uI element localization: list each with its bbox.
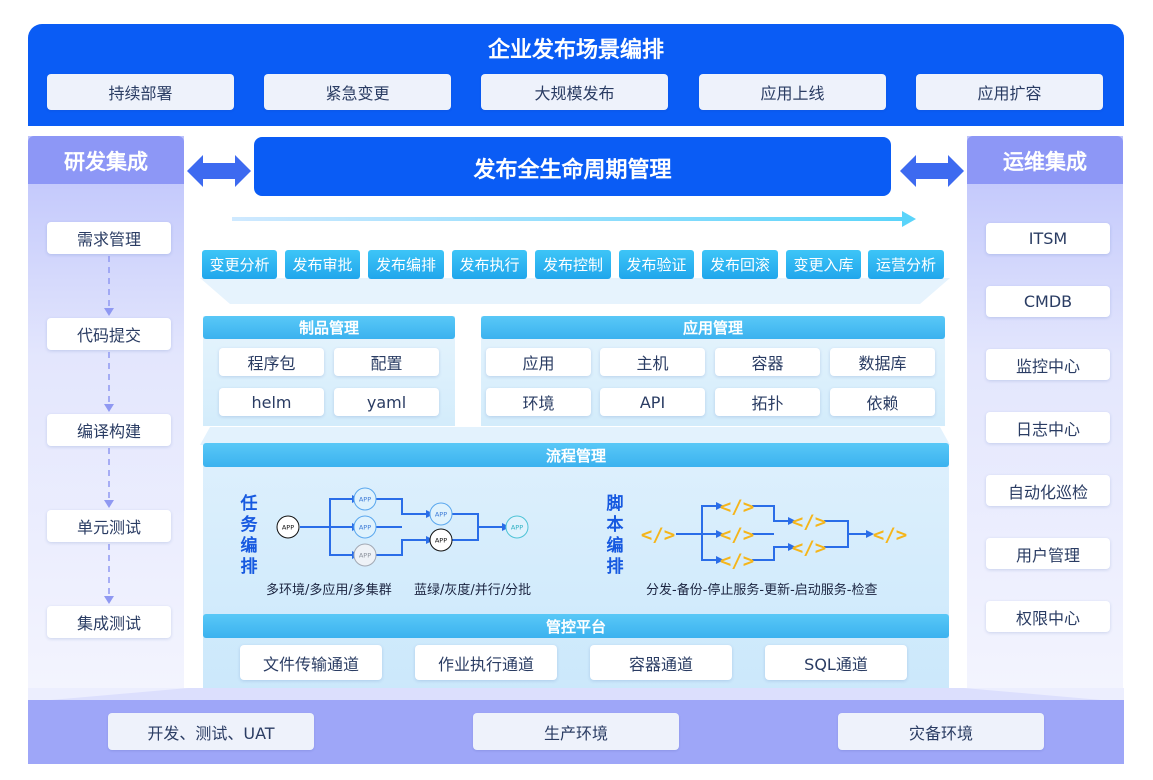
- ops-item: 自动化巡检: [986, 475, 1110, 506]
- app-node-icon: [353, 515, 377, 539]
- control-channel: SQL通道: [765, 645, 907, 680]
- control-channel: 作业执行通道: [415, 645, 557, 680]
- dev-item: 代码提交: [47, 318, 171, 350]
- control-channel: 容器通道: [590, 645, 732, 680]
- code-icon: </>: [720, 550, 754, 572]
- lifecycle-step: 变更入库: [786, 250, 861, 279]
- dev-item: 集成测试: [47, 606, 171, 638]
- code-icon: </>: [792, 537, 826, 559]
- app-item: 主机: [600, 348, 705, 376]
- ops-item: 权限中心: [986, 601, 1110, 632]
- task-orchestration-label: 任务编排: [240, 494, 258, 577]
- svg-text:APP: APP: [435, 537, 447, 545]
- double-arrow-icon: [900, 155, 964, 187]
- svg-text:APP: APP: [282, 524, 294, 532]
- app-node-icon: [505, 515, 529, 539]
- ops-item: ITSM: [986, 223, 1110, 254]
- svg-text:APP: APP: [359, 552, 371, 560]
- code-icon: </>: [720, 524, 754, 546]
- svg-text:APP: APP: [511, 524, 523, 532]
- left-title-box: [28, 136, 184, 184]
- artifact-item: helm: [219, 388, 324, 416]
- lifecycle-step: 发布执行: [452, 250, 527, 279]
- task-caption: 多环境/多应用/多集群: [266, 583, 392, 598]
- scenario-chip: 紧急变更: [264, 74, 451, 110]
- steps-glow: [200, 278, 950, 304]
- svg-text:APP: APP: [435, 511, 447, 519]
- env-chip: 生产环境: [473, 713, 679, 750]
- double-arrow-icon: [187, 155, 251, 187]
- script-caption: 分发-备份-停止服务-更新-启动服务-检查: [646, 583, 878, 598]
- ops-item: CMDB: [986, 286, 1110, 317]
- process-title: 流程管理: [203, 443, 949, 467]
- bottom-glow: [28, 688, 1124, 702]
- svg-text:APP: APP: [359, 496, 371, 504]
- lifecycle-title: 发布全生命周期管理: [473, 158, 672, 183]
- dev-item: 需求管理: [47, 222, 171, 254]
- lifecycle-step: 变更分析: [202, 250, 277, 279]
- app-node-icon: [353, 543, 377, 567]
- lifecycle-step: 发布回滚: [702, 250, 778, 279]
- right-title: 运维集成: [1003, 150, 1087, 174]
- app-item: API: [600, 388, 705, 416]
- scenario-chip: 应用上线: [699, 74, 886, 110]
- control-title: 管控平台: [203, 614, 949, 638]
- app-node-icon: [429, 528, 453, 552]
- process-glow: [200, 427, 950, 445]
- code-icon: </>: [641, 524, 675, 546]
- code-icon: </>: [720, 496, 754, 518]
- lifecycle-step: 发布控制: [535, 250, 611, 279]
- code-icon: </>: [873, 524, 907, 546]
- top-title: 企业发布场景编排: [487, 38, 664, 63]
- app-item: 拓扑: [715, 388, 820, 416]
- app-item: 依赖: [830, 388, 935, 416]
- lifecycle-step: 发布编排: [368, 250, 444, 279]
- control-channel: 文件传输通道: [240, 645, 382, 680]
- dev-item: 单元测试: [47, 510, 171, 542]
- app-node-icon: [353, 487, 377, 511]
- ops-item: 监控中心: [986, 349, 1110, 380]
- task-caption: 蓝绿/灰度/并行/分批: [414, 583, 532, 598]
- task-flow-diagram: APP APP APP APP APP APP APP: [276, 487, 529, 567]
- scenario-chip: 大规模发布: [481, 74, 668, 110]
- lifecycle-title-box: [254, 137, 891, 196]
- app-node-icon: [429, 502, 453, 526]
- left-title: 研发集成: [64, 150, 148, 174]
- app-item: 环境: [486, 388, 591, 416]
- progress-arrow: [232, 211, 916, 227]
- app-item: 应用: [486, 348, 591, 376]
- right-title-box: [967, 136, 1123, 184]
- scenario-chip: 应用扩容: [916, 74, 1103, 110]
- ops-item: 日志中心: [986, 412, 1110, 443]
- ops-item: 用户管理: [986, 538, 1110, 569]
- script-flow-diagram: </> </> </> </> </> </> </>: [641, 496, 907, 572]
- artifact-item: 程序包: [219, 348, 324, 376]
- code-icon: </>: [792, 511, 826, 533]
- env-chip: 开发、测试、UAT: [108, 713, 314, 750]
- lifecycle-step: 运营分析: [868, 250, 944, 279]
- app-node-icon: [276, 515, 300, 539]
- lifecycle-step: 发布审批: [285, 250, 360, 279]
- scenario-chip: 持续部署: [47, 74, 234, 110]
- lifecycle-step: 发布验证: [619, 250, 694, 279]
- artifact-title: 制品管理: [203, 316, 455, 339]
- dev-item: 编译构建: [47, 414, 171, 446]
- app-item: 数据库: [830, 348, 935, 376]
- artifact-item: 配置: [334, 348, 439, 376]
- artifact-item: yaml: [334, 388, 439, 416]
- env-chip: 灾备环境: [838, 713, 1044, 750]
- script-orchestration-label: 脚本编排: [606, 494, 624, 577]
- svg-text:APP: APP: [359, 524, 371, 532]
- app-item: 容器: [715, 348, 820, 376]
- app-title: 应用管理: [481, 316, 945, 339]
